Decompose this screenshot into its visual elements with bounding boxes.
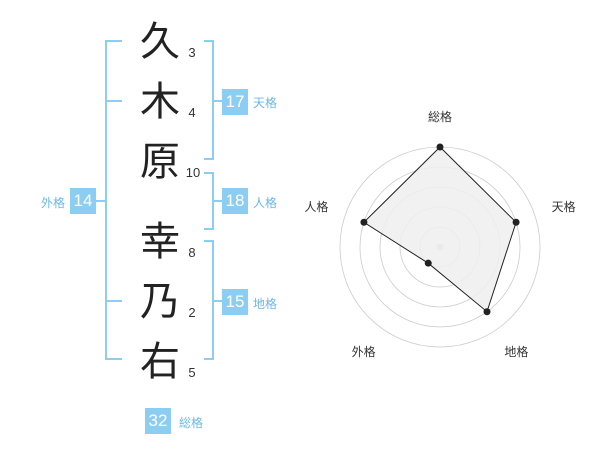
radar-axis-label-3: 地格 [504,344,528,359]
stroke-count-3: 10 [185,165,201,180]
chikaku-value-badge: 15 [222,289,248,315]
chikaku-label: 地格 [253,297,278,311]
stroke-count-2: 4 [188,105,196,120]
radar-point-4 [424,259,432,267]
tenkaku-value-badge: 17 [222,89,248,115]
jinkaku-label: 人格 [253,196,278,210]
radar-point-1 [436,143,444,151]
radar-point-3 [483,308,491,316]
radar-point-5 [360,218,368,226]
soukaku-value-badge: 32 [145,408,171,434]
name-char-5: 乃 [140,279,180,325]
radar-points [360,143,520,316]
name-char-4: 幸 [140,219,180,265]
tenkaku-label: 天格 [253,96,278,110]
soukaku-label: 総格 [179,416,204,430]
name-char-2: 木 [140,79,180,125]
gaikaku-value-badge: 14 [70,188,96,214]
radar-polygon-group [363,146,517,313]
name-char-6: 右 [140,339,180,385]
gaikaku-label: 外格 [41,196,66,210]
radar-axis-label-4: 外格 [352,344,376,359]
radar-axis-label-1: 総格 [428,110,452,124]
name-char-3: 原 [140,139,180,185]
radar-point-2 [512,218,520,226]
stroke-count-4: 8 [188,245,196,260]
name-char-1: 久 [140,19,180,65]
stroke-count-1: 3 [188,45,196,60]
stroke-count-5: 2 [188,305,196,320]
radar-axis-label-5: 人格 [304,199,328,214]
radar-polygon [363,146,517,313]
jinkaku-value-badge: 18 [222,188,248,214]
stroke-count-6: 5 [188,365,196,380]
radar-axis-label-2: 天格 [552,199,576,214]
